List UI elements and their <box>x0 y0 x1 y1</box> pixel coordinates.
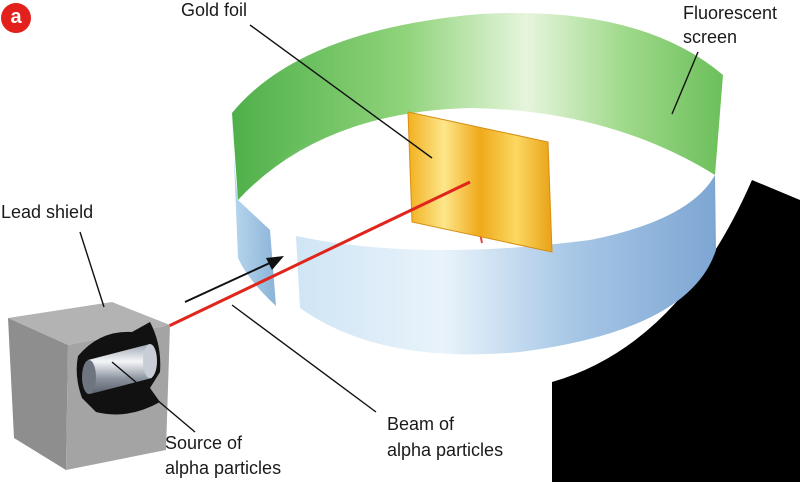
beam-label-line2: alpha particles <box>387 440 504 460</box>
alpha-beam <box>149 180 471 337</box>
fluorescent-screen-label-line2: screen <box>683 27 738 47</box>
gold-foil <box>407 111 553 253</box>
lead-shield <box>8 302 170 470</box>
fluorescent-screen-outer-left <box>232 113 276 306</box>
panel-letter-badge: a <box>1 3 31 33</box>
source-label-line1: Source of <box>165 433 243 453</box>
fluorescent-screen-outer-right <box>296 175 716 355</box>
gold-foil-label: Gold foil <box>181 0 248 20</box>
leader-lines <box>79 24 699 433</box>
source-label-line2: alpha particles <box>165 458 282 478</box>
fluorescent-screen-label-line1: Fluorescent <box>683 3 778 23</box>
fluorescent-screen-inner <box>232 12 723 200</box>
beam-direction-arrow <box>184 256 284 303</box>
shadow-block <box>552 180 800 482</box>
lead-shield-label: Lead shield <box>1 202 94 222</box>
beam-label-line1: Beam of <box>387 414 455 434</box>
